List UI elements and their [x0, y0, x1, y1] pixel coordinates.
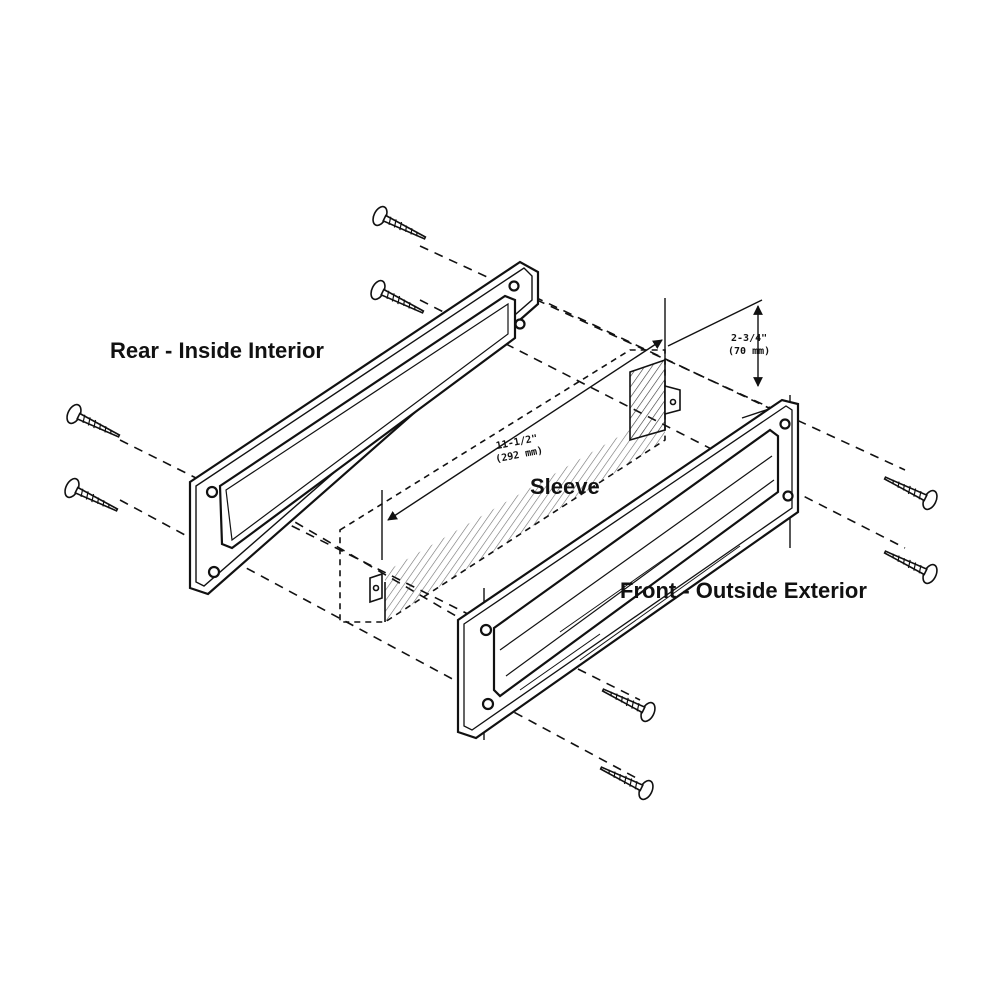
screw-icon	[883, 550, 938, 585]
screw-icon	[372, 205, 427, 240]
length-dimension-arrow-icon	[387, 339, 663, 521]
screw-icon	[599, 766, 654, 801]
screw-icon	[66, 403, 121, 438]
screw-icon	[883, 476, 938, 511]
sleeve-label: Sleeve	[530, 474, 600, 499]
front-plate	[456, 398, 800, 740]
front-plate-label: Front - Outside Exterior	[620, 578, 867, 603]
rear-screws	[64, 205, 427, 512]
screw-icon	[370, 279, 425, 314]
screw-icon	[64, 477, 119, 512]
screw-icon	[601, 688, 656, 723]
height-dimension-label: 2-3/4" (70 mm)	[728, 332, 770, 358]
height-mm: (70 mm)	[728, 346, 771, 357]
rear-plate-label: Rear - Inside Interior	[110, 338, 324, 363]
height-inches: 2-3/4"	[731, 333, 768, 344]
front-screws	[599, 476, 938, 801]
